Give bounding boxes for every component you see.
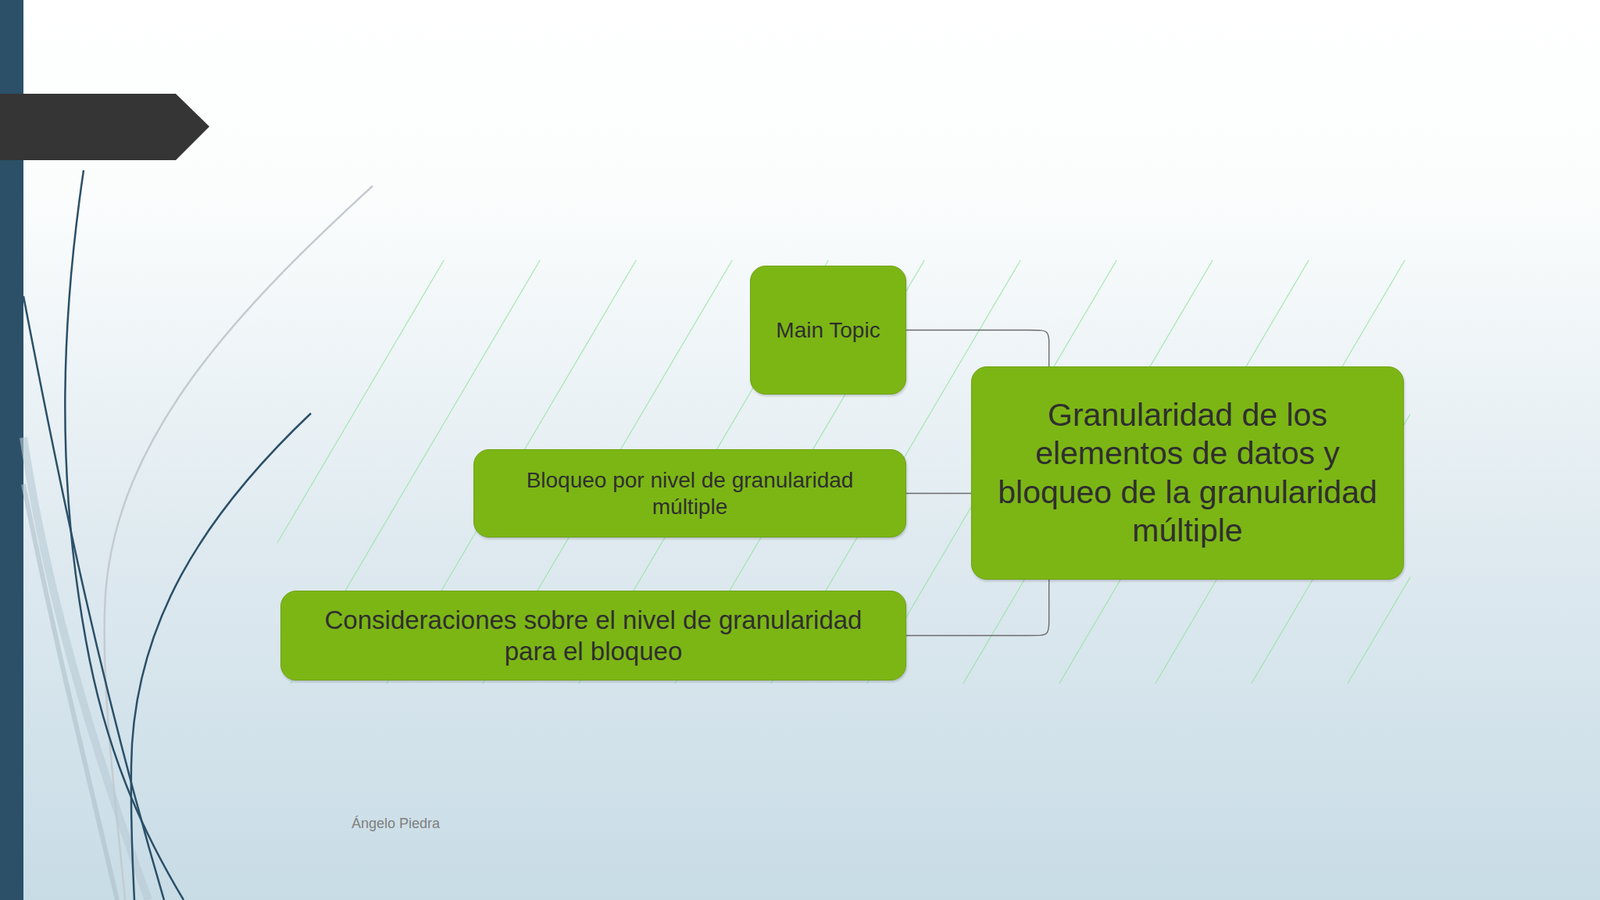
stripe-pattern xyxy=(277,260,1411,684)
connector-line xyxy=(906,330,1050,368)
author-label: Ángelo Piedra xyxy=(351,815,440,833)
topic-text: Bloqueo por nivel de granularidad múltip… xyxy=(491,467,889,520)
topic-box: Consideraciones sobre el nivel de granul… xyxy=(280,590,907,681)
title-arrow xyxy=(0,93,210,161)
topic-box: Main Topic xyxy=(750,265,907,395)
topic-text: Consideraciones sobre el nivel de granul… xyxy=(298,604,889,667)
swoosh-curves xyxy=(23,170,373,900)
topic-text: Main Topic xyxy=(775,317,880,344)
central-topic-box: Granularidad de los elementos de datos y… xyxy=(971,366,1404,580)
topic-text: Granularidad de los elementos de datos y… xyxy=(995,396,1380,550)
connector-line xyxy=(906,579,1050,636)
topic-box: Bloqueo por nivel de granularidad múltip… xyxy=(473,449,907,538)
connector-line xyxy=(906,492,972,494)
